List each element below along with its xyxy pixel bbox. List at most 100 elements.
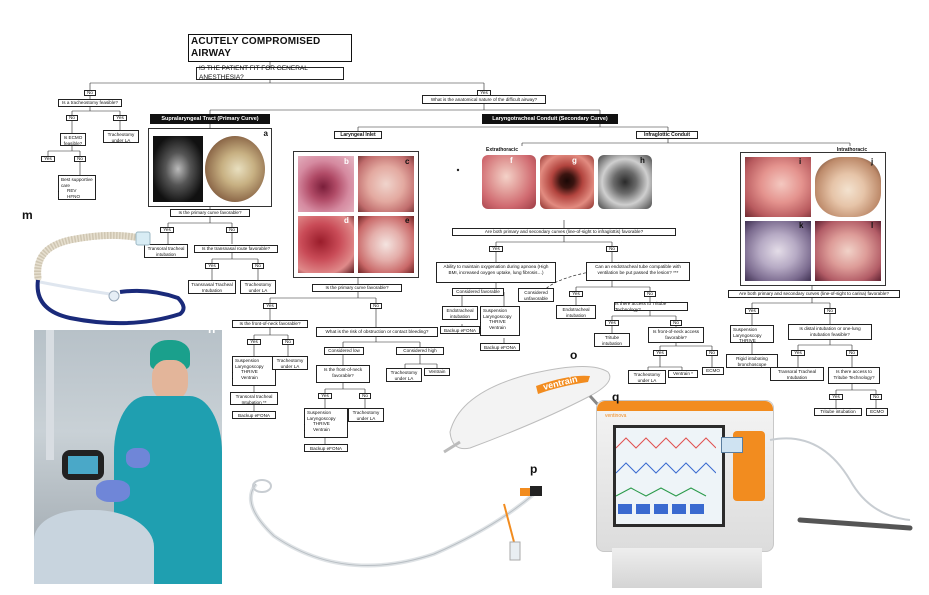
no-label: No (870, 394, 882, 400)
no-label: No (644, 291, 656, 297)
clinical-photo (34, 330, 222, 584)
yes-label: Yes (791, 350, 805, 356)
bronchoscopy-image-i (745, 157, 811, 217)
backup-efona-box: Backup eFONA (232, 411, 276, 419)
panel-label-p: p (530, 462, 538, 476)
considered-high-box: Considered high (396, 347, 444, 355)
yes-label: Yes (160, 227, 174, 233)
panel-label: l (871, 221, 874, 230)
ventilator-screen (613, 425, 725, 527)
transoral-intubation-box-3: Transoral Tracheal Intubation (770, 367, 824, 381)
endoscopy-image (205, 136, 265, 202)
ct-scan-image (153, 136, 203, 202)
primary-curve-question: Is the primary curve favorable? (170, 209, 250, 217)
ventilator-cart (612, 548, 762, 588)
suspension-laryngoscopy-box-3: Suspension Laryngoscopy THRIVEVentrain (480, 306, 520, 336)
extrathoracic-curves-question: Are both primary and secondary curves (l… (452, 228, 676, 236)
bronchoscopy-image-j (815, 157, 881, 217)
panel-label-m: m (22, 208, 33, 222)
fit-question: IS THE PATIENT FIT FOR GENERAL ANESTHESI… (196, 65, 344, 81)
suspension-item: Ventrain (241, 375, 273, 381)
suspension-laryngoscopy-box-4: Suspension Laryngoscopy THRIVE (730, 325, 774, 343)
monitor-screen-shape (68, 456, 98, 474)
endotracheal-tube-image (248, 479, 542, 568)
ecmo-question: Is ECMO feasible? (60, 133, 86, 146)
suspension-title: Suspension Laryngoscopy (733, 327, 762, 338)
no-label: No (226, 227, 238, 233)
pole-shape (46, 330, 54, 460)
glove-shape (96, 480, 130, 502)
trach-la-box: Tracheotomy under LA (103, 130, 139, 143)
suspension-item: Ventrain (313, 427, 345, 433)
panel-a: a (148, 128, 272, 207)
panel-label: f (510, 156, 513, 165)
no-label: No (66, 115, 78, 121)
distal-intubation-question: Is distal intubation or one-lung intubat… (788, 324, 872, 340)
laryngoscopy-image-b (298, 156, 354, 212)
no-label: No (846, 350, 858, 356)
backup-efona-box-4: Backup eFONA (480, 343, 520, 351)
best-care-item: REV (67, 188, 93, 194)
ventrain-device-image: ventrain (443, 366, 612, 454)
trach-la-box: Tracheotomy under LA (628, 370, 666, 384)
no-label: No (824, 308, 836, 314)
waveform-display (615, 437, 717, 514)
suspension-item: THRIVE (313, 421, 345, 427)
panel-label-o: o (570, 348, 578, 362)
no-label: No (606, 246, 618, 252)
suspension-title: Suspension Laryngoscopy (483, 308, 512, 319)
panel-f-h: f g h (480, 153, 656, 213)
supralaryngeal-header: Supralaryngeal Tract (Primary Curve) (150, 114, 270, 124)
yes-label: Yes (247, 339, 261, 345)
tritube-intubation-box: Tritube intubation (594, 333, 630, 347)
panel-label-q: q (612, 390, 620, 404)
no-label: No (370, 303, 382, 309)
front-neck-question-2: Is the front-of-neck favorable? (316, 365, 370, 383)
ventrain-box: Ventrain (424, 368, 450, 376)
yes-label: Yes (745, 308, 759, 314)
endotracheal-intubation-box: Endotracheal intubation (442, 306, 478, 320)
no-label: No (252, 263, 264, 269)
yes-label: Yes (263, 303, 277, 309)
trach-la-box: Tracheotomy under LA (386, 368, 422, 382)
ventilator-connector (721, 437, 743, 453)
transoral-intubation-box-2: Transoral tracheal Intubation ** (230, 392, 278, 405)
considered-low-box: Considered low (324, 347, 364, 355)
transoral-intubation-box: Transoral tracheal intubation (144, 244, 188, 258)
laryngoscopy-image-c (358, 156, 414, 212)
bronchoscopy-image-k (745, 221, 811, 281)
no-label: No (359, 393, 371, 399)
panel-label: d (344, 216, 349, 225)
yes-label: Yes (569, 291, 583, 297)
trach-la-box: Tracheotomy under LA (240, 280, 276, 294)
laryngotracheal-header: Laryngotracheal Conduit (Secondary Curve… (482, 114, 618, 124)
considered-unfavorable-box: Considered unfavorable (518, 288, 554, 302)
suspension-item: Ventrain (489, 325, 517, 331)
transnasal-intubation-box: Transnasal Tracheal Intubation (188, 280, 236, 294)
panel-label-n: n (208, 322, 216, 336)
endoscopy-image-h (598, 155, 652, 209)
panel-label: c (405, 157, 410, 166)
yes-label: Yes (205, 263, 219, 269)
oxygenation-box: Ability to maintain oxygenation during a… (436, 262, 556, 283)
tritube-intubation-box-2: Tritube intubation (814, 408, 862, 416)
suspension-item: THRIVE (739, 338, 771, 344)
endotracheal-intubation-box-2: Endotracheal intubation (556, 305, 596, 319)
no-label: No (74, 156, 86, 162)
endoscopy-image-f (482, 155, 536, 209)
suspension-title: Suspension Laryngoscopy (307, 410, 336, 421)
intrathoracic-header: Intrathoracic (836, 146, 868, 153)
front-neck-question: Is the front-of-neck favorable? (232, 320, 308, 328)
trach-la-box: Tracheotomy under LA (272, 356, 308, 370)
infraglottic-header: Infraglottic Conduit (636, 131, 698, 139)
yes-label: Yes (605, 320, 619, 326)
panel-label: j (871, 157, 874, 166)
extrathoracic-header: Extrathoracic (486, 146, 518, 153)
laryngoscopy-image-d (298, 216, 354, 273)
panel-label: b (344, 157, 349, 166)
ventilator-tubing (769, 437, 913, 531)
ventilator-top-bar (597, 401, 773, 411)
ecmo-box: ECMO (702, 367, 724, 375)
suspension-laryngoscopy-box-2: Suspension Laryngoscopy THRIVEVentrain (304, 408, 348, 438)
